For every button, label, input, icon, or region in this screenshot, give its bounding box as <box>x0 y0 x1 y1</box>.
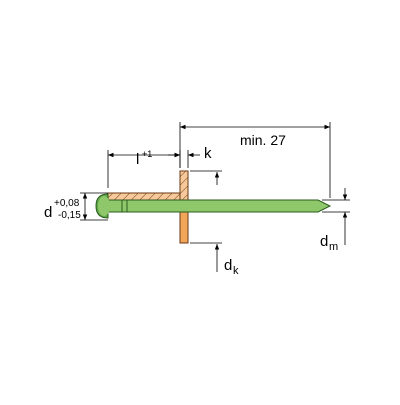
diameter-label: d <box>44 204 52 221</box>
dimension-diameter <box>80 192 108 221</box>
rivet-body-upper-hatched <box>107 170 189 201</box>
length-tolerance-label: +1 <box>142 149 152 159</box>
mandrel <box>95 193 332 219</box>
mandrel-shaft <box>107 199 332 213</box>
dimension-min-length <box>179 122 331 198</box>
head-diameter-subscript: k <box>233 265 239 277</box>
mandrel-diameter-label: d <box>320 233 328 250</box>
dimension-head-height <box>168 150 200 168</box>
length-label: l <box>136 151 139 168</box>
mandrel-head-highlight <box>98 196 110 216</box>
rivet-flange-head-hatched <box>179 170 189 201</box>
dimension-mandrel-diameter <box>322 188 350 245</box>
head-height-label: k <box>204 145 212 162</box>
diameter-tolerance-lower: -0,15 <box>58 210 81 221</box>
dimension-head-diameter <box>190 170 222 272</box>
head-diameter-label: d <box>224 257 232 274</box>
diameter-tolerance-upper: +0,08 <box>54 198 80 209</box>
min-length-label: min. 27 <box>240 132 286 148</box>
mandrel-diameter-subscript: m <box>329 241 338 253</box>
